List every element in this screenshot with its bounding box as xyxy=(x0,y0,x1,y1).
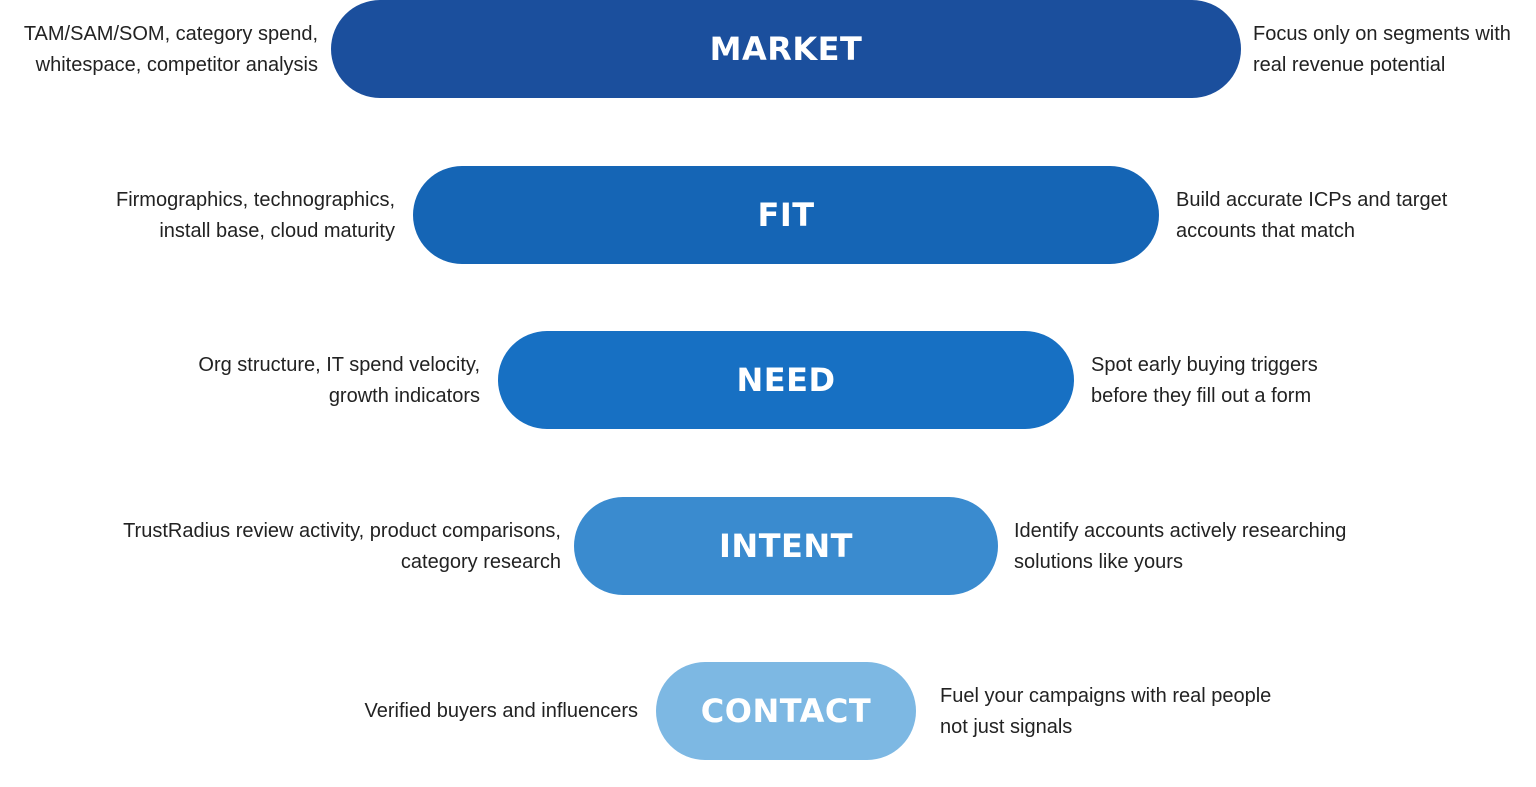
description-line: TrustRadius review activity, product com… xyxy=(123,520,561,542)
description-line: not just signals xyxy=(940,716,1073,738)
market-right-description: Focus only on segments with real revenue… xyxy=(1253,19,1511,81)
description-line: real revenue potential xyxy=(1253,54,1446,76)
funnel-stage-intent: TrustRadius review activity, product com… xyxy=(0,497,1536,595)
description-line: Build accurate ICPs and target xyxy=(1176,189,1448,211)
description-line: Focus only on segments with xyxy=(1253,23,1511,45)
market-left-description: TAM/SAM/SOM, category spend, whitespace,… xyxy=(24,19,318,81)
fit-left-description: Firmographics, technographics, install b… xyxy=(116,185,395,247)
description-line: install base, cloud maturity xyxy=(159,220,395,242)
description-line: growth indicators xyxy=(328,385,480,407)
description-line: Spot early buying triggers xyxy=(1091,354,1318,376)
contact-pill: CONTACT xyxy=(656,662,916,760)
description-line: whitespace, competitor analysis xyxy=(35,54,318,76)
description-line: category research xyxy=(400,551,561,573)
description-line: Verified buyers and influencers xyxy=(364,700,639,722)
contact-right-description: Fuel your campaigns with real people not… xyxy=(940,681,1271,743)
description-line: before they fill out a form xyxy=(1091,385,1312,407)
need-pill: NEED xyxy=(498,331,1074,429)
description-line: Fuel your campaigns with real people xyxy=(940,685,1272,707)
description-line: solutions like yours xyxy=(1014,551,1183,573)
intent-right-description: Identify accounts actively researching s… xyxy=(1014,516,1346,578)
funnel-stage-market: TAM/SAM/SOM, category spend, whitespace,… xyxy=(0,0,1536,98)
market-pill: MARKET xyxy=(331,0,1241,98)
intent-left-description: TrustRadius review activity, product com… xyxy=(123,516,561,578)
funnel-stage-fit: Firmographics, technographics, install b… xyxy=(0,166,1536,264)
funnel-stage-need: Org structure, IT spend velocity, growth… xyxy=(0,331,1536,429)
fit-right-description: Build accurate ICPs and target accounts … xyxy=(1176,185,1447,247)
need-left-description: Org structure, IT spend velocity, growth… xyxy=(198,350,480,412)
description-line: Identify accounts actively researching xyxy=(1014,520,1347,542)
intent-pill: INTENT xyxy=(574,497,998,595)
funnel-stage-contact: Verified buyers and influencers CONTACT … xyxy=(0,662,1536,760)
description-line: Org structure, IT spend velocity, xyxy=(198,354,480,376)
need-right-description: Spot early buying triggers before they f… xyxy=(1091,350,1318,412)
contact-left-description: Verified buyers and influencers xyxy=(365,696,639,727)
description-line: TAM/SAM/SOM, category spend, xyxy=(23,23,318,45)
fit-pill: FIT xyxy=(413,166,1159,264)
description-line: accounts that match xyxy=(1176,220,1355,242)
description-line: Firmographics, technographics, xyxy=(115,189,395,211)
